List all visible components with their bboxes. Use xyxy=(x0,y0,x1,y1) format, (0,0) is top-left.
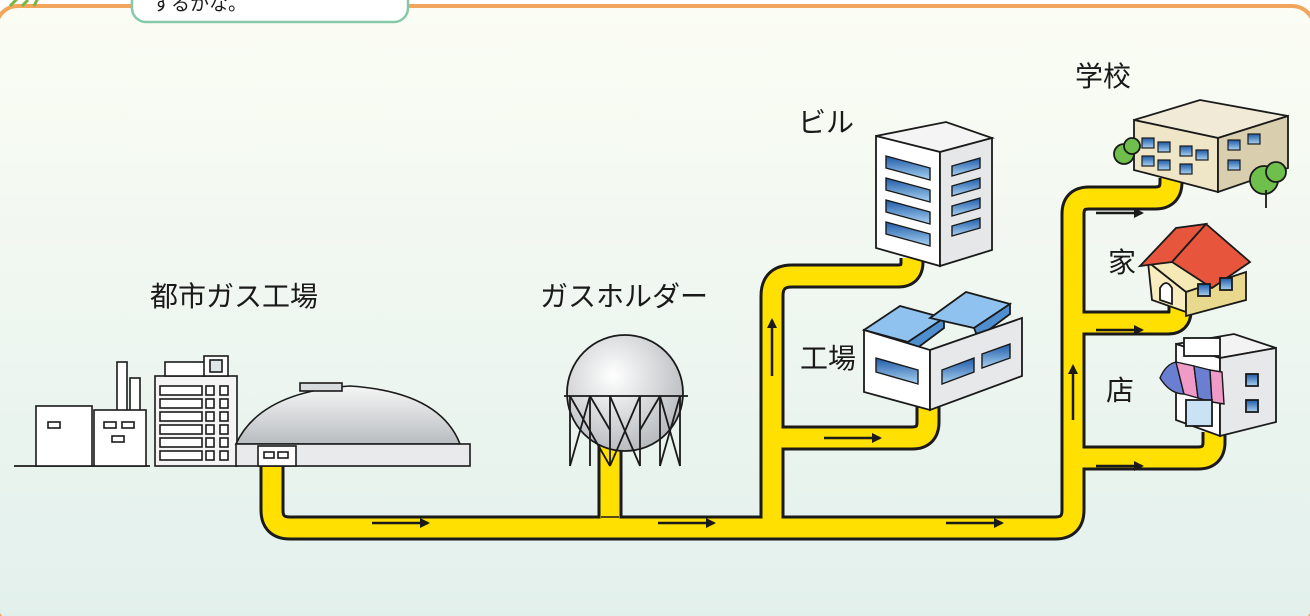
shop-icon xyxy=(1159,333,1277,438)
office-building-icon xyxy=(875,121,996,268)
factory-icon xyxy=(861,291,1023,412)
speech-bubble: するかな。 xyxy=(130,0,410,24)
label-city-gas-factory: 都市ガス工場 xyxy=(150,280,318,313)
label-building: ビル xyxy=(798,106,854,139)
house-icon xyxy=(1137,222,1252,318)
character-fragment xyxy=(8,0,39,8)
flow-arrows xyxy=(372,208,1144,528)
gas-holder-icon xyxy=(564,334,688,467)
city-gas-factory-icon xyxy=(14,355,471,467)
label-gas-holder: ガスホルダー xyxy=(540,280,708,313)
label-factory: 工場 xyxy=(800,342,856,375)
label-shop: 店 xyxy=(1106,374,1134,407)
gas-pipeline xyxy=(259,169,1227,541)
label-house: 家 xyxy=(1108,246,1136,279)
bubble-text: するかな。 xyxy=(152,0,247,15)
school-icon xyxy=(1113,99,1289,208)
label-school: 学校 xyxy=(1075,60,1131,93)
